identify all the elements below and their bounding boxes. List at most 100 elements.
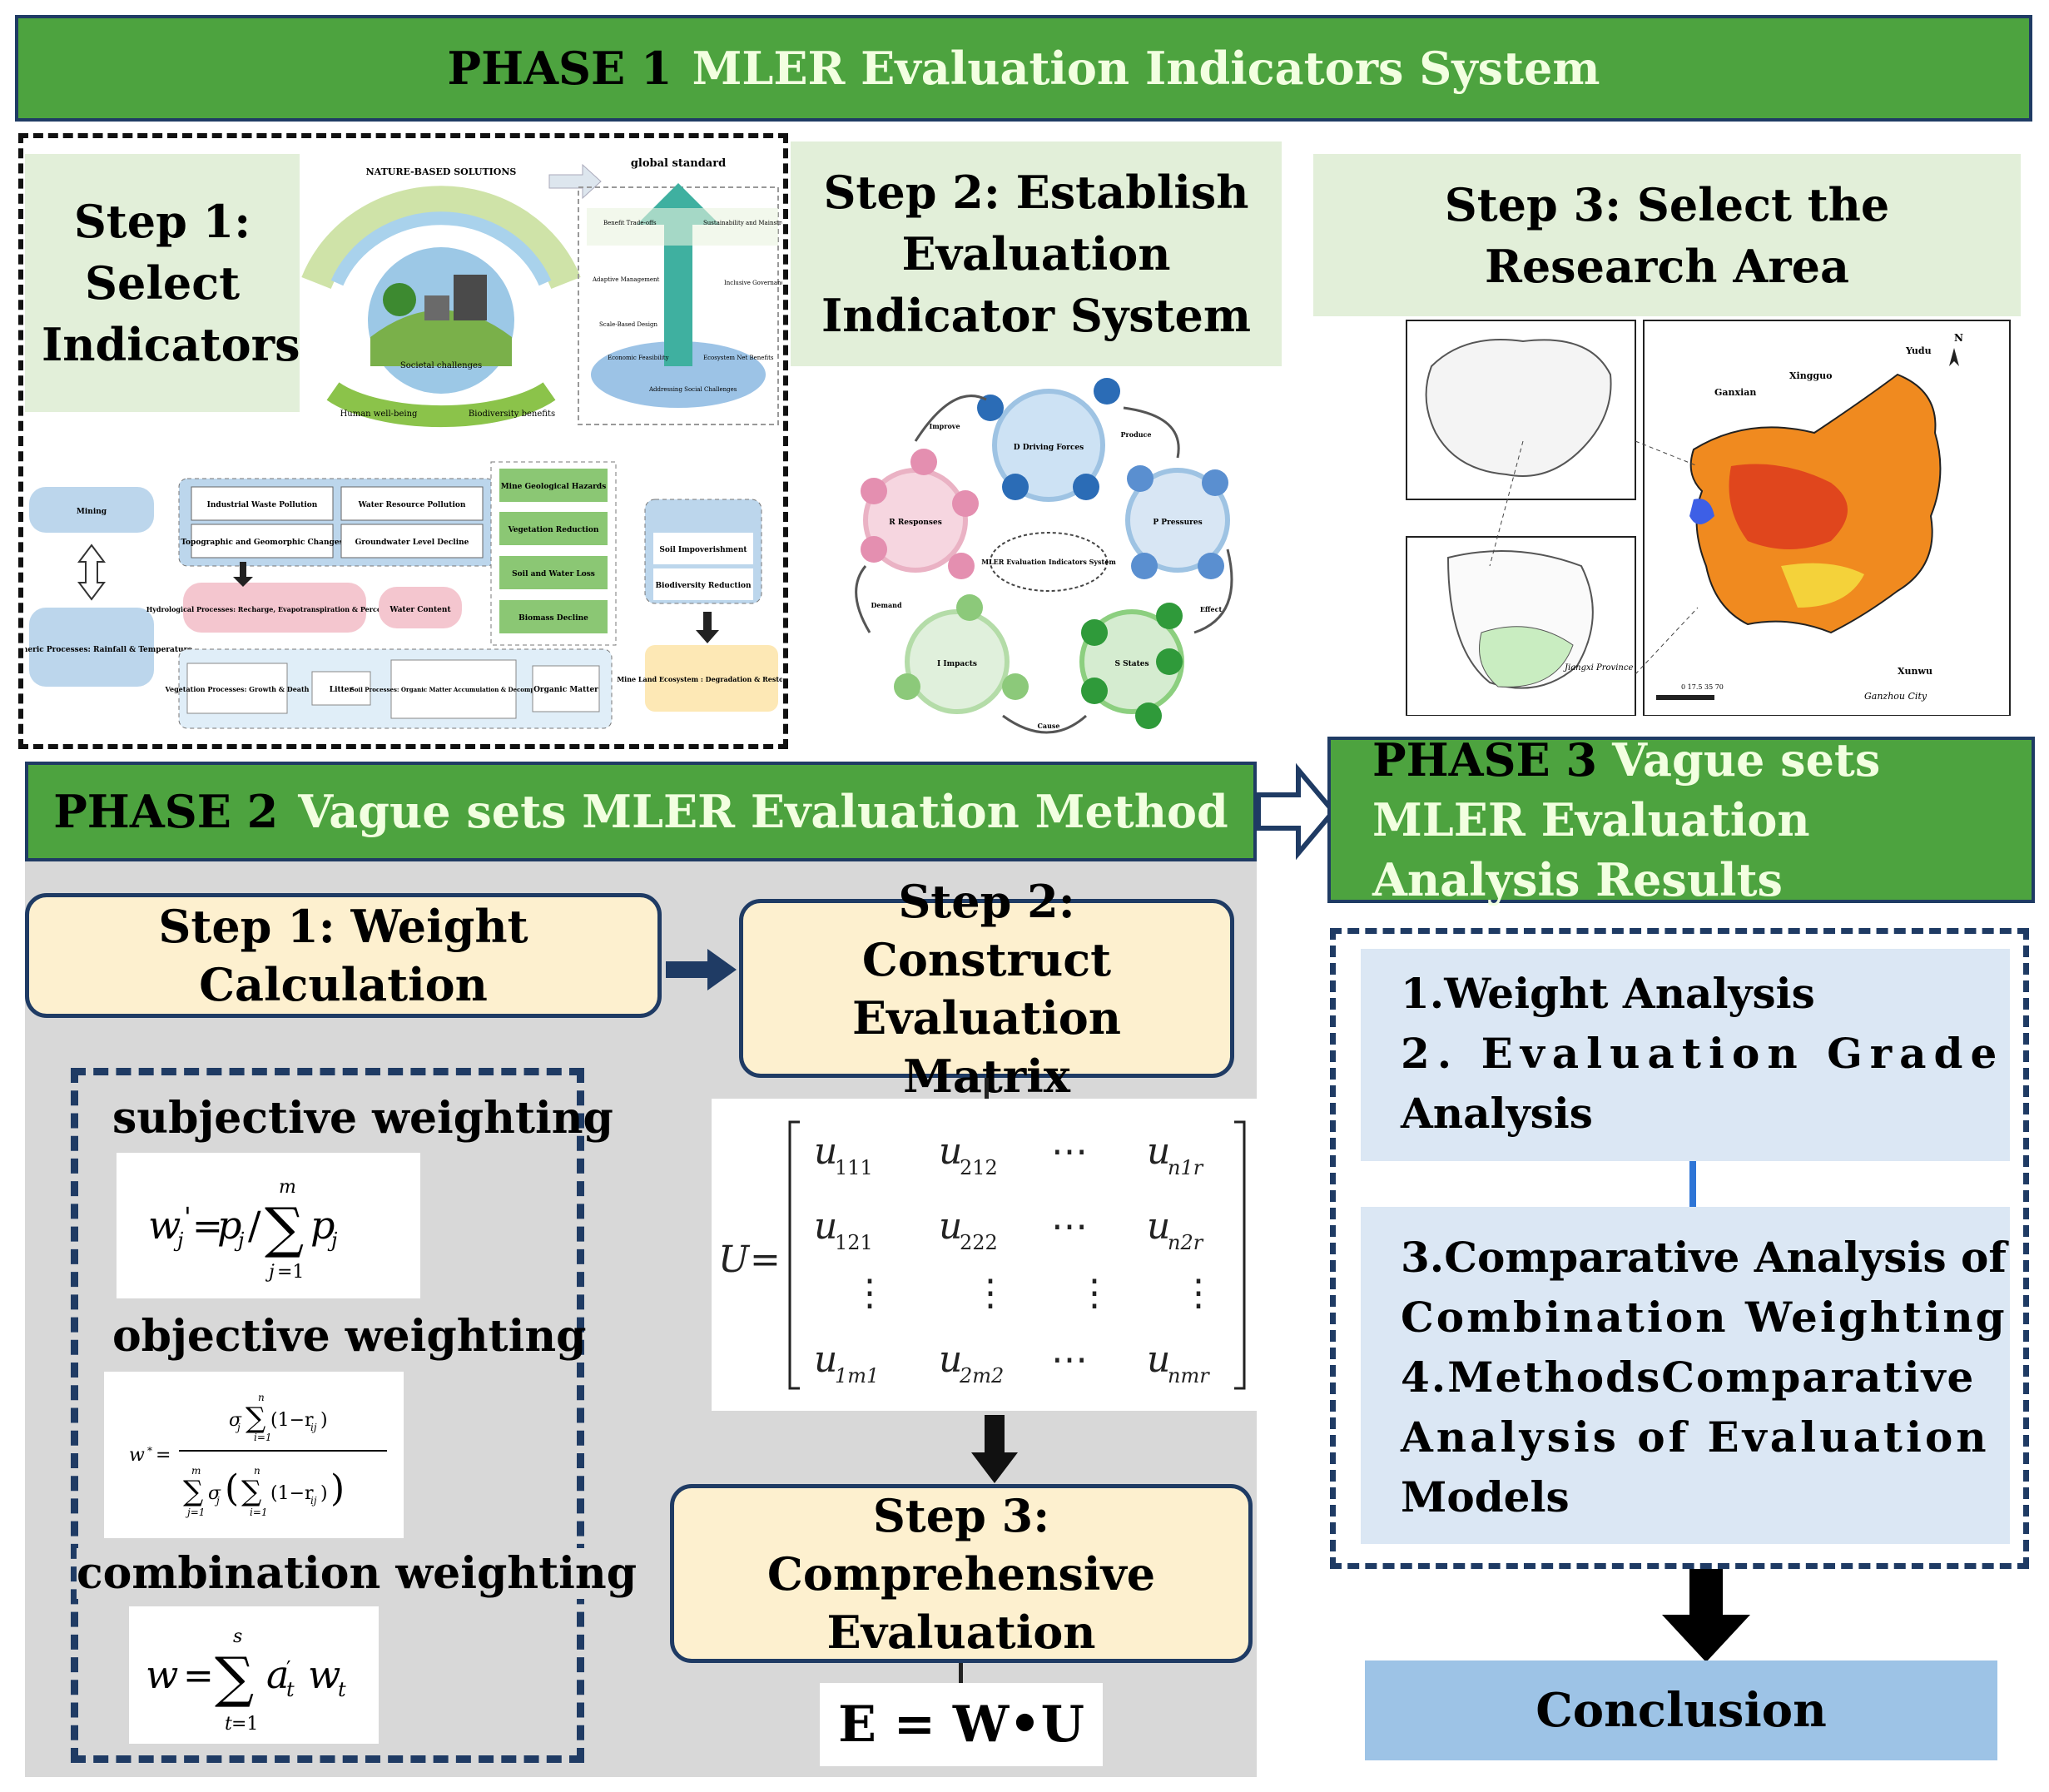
svg-text:): ) — [320, 1410, 328, 1431]
svg-text:⋮: ⋮ — [972, 1272, 1009, 1314]
svg-text:n: n — [258, 1392, 265, 1403]
nbs-biodiversity: Biodiversity benefits — [469, 410, 555, 419]
svg-text:nmr: nmr — [1168, 1364, 1210, 1387]
phase2-step1-box: Step 1: Weight Calculation — [25, 893, 662, 1018]
final-equation: E = W•U — [820, 1683, 1103, 1766]
svg-text:Effect: Effect — [1200, 605, 1223, 613]
svg-text:σ: σ — [229, 1410, 242, 1431]
svg-text:w: w — [146, 1652, 178, 1697]
svg-text:Atmospheric Processes: Rainfal: Atmospheric Processes: Rainfall & Temper… — [25, 646, 192, 654]
objective-weighting-label: objective weighting — [112, 1311, 587, 1362]
svg-text:Soil Processes: Organic Matter: Soil Processes: Organic Matter Accumulat… — [350, 686, 557, 693]
svg-text:*: * — [147, 1445, 152, 1457]
svg-text:=: = — [156, 1445, 171, 1466]
step1-to-step2-arrow — [666, 949, 737, 990]
svg-text:Inclusive Governance: Inclusive Governance — [724, 280, 782, 286]
svg-text:∑: ∑ — [241, 1475, 261, 1508]
phase1-banner: PHASE 1 MLER Evaluation Indicators Syste… — [15, 15, 2032, 122]
results-box-1: 1.Weight Analysis 2. Evaluation Grade An… — [1361, 949, 2010, 1161]
svg-text:Vegetation Processes: Growth &: Vegetation Processes: Growth & Death — [165, 685, 310, 693]
svg-text:u: u — [939, 1338, 962, 1381]
svg-text:Hydrological Processes: Rechar: Hydrological Processes: Recharge, Evapot… — [146, 605, 404, 613]
svg-text:Adaptive Management: Adaptive Management — [592, 276, 659, 283]
phase2-step2-box: Step 2: Construct Evaluation Matrix — [739, 875, 1234, 1103]
svg-text:121: 121 — [835, 1231, 873, 1254]
svg-text:=: = — [192, 1205, 223, 1248]
svg-text:Mine Geological Hazards: Mine Geological Hazards — [501, 483, 607, 491]
result-methods-comparative: 4.MethodsComparative — [1401, 1353, 1976, 1402]
svg-text:=: = — [750, 1239, 781, 1281]
svg-text:Groundwater Level Decline: Groundwater Level Decline — [355, 539, 469, 547]
phase1-step2-label: Step 2: Establish Evaluation Indicator S… — [791, 141, 1282, 366]
svg-text:Vegetation Reduction: Vegetation Reduction — [508, 526, 599, 534]
svg-text:Ganzhou City: Ganzhou City — [1864, 691, 1927, 702]
subjective-weighting-label: subjective weighting — [112, 1093, 613, 1144]
svg-text:m: m — [191, 1465, 201, 1477]
matrix-connector — [985, 1078, 989, 1099]
svg-text:Ecosystem Net Benefits: Ecosystem Net Benefits — [703, 355, 774, 361]
svg-text:t: t — [338, 1678, 346, 1701]
combination-weighting-label: combination weighting — [77, 1548, 638, 1599]
phase1-title: MLER Evaluation Indicators System — [692, 42, 1600, 95]
svg-text:Benefit Trade-offs: Benefit Trade-offs — [603, 220, 657, 226]
svg-text:1m1: 1m1 — [835, 1364, 879, 1387]
svg-text:∑: ∑ — [265, 1196, 304, 1260]
svg-text:⋯: ⋯ — [1051, 1205, 1088, 1248]
svg-text:Biomass Decline: Biomass Decline — [518, 614, 588, 623]
svg-text:u: u — [939, 1205, 962, 1248]
svg-text:(1−r: (1−r — [270, 1483, 314, 1504]
svg-text:0 17.5 35 70: 0 17.5 35 70 — [1681, 683, 1724, 691]
nbs-arc-title: NATURE-BASED SOLUTIONS — [366, 166, 517, 177]
svg-text:⋮: ⋮ — [851, 1272, 888, 1314]
svg-text:): ) — [320, 1483, 328, 1504]
svg-text:u: u — [814, 1130, 837, 1173]
svg-text:∑: ∑ — [183, 1475, 203, 1508]
svg-text:Water Content: Water Content — [389, 606, 451, 614]
svg-text:212: 212 — [960, 1156, 998, 1179]
svg-text:N: N — [1954, 332, 1963, 344]
svg-text:t: t — [225, 1714, 232, 1735]
svg-text:Improve: Improve — [929, 422, 960, 430]
svg-text:/: / — [248, 1203, 261, 1248]
svg-text:S States: S States — [1114, 660, 1149, 668]
svg-text:P Pressures: P Pressures — [1153, 519, 1202, 527]
svg-text:σ: σ — [208, 1483, 221, 1504]
svg-text:⋯: ⋯ — [1051, 1338, 1088, 1381]
process-diagram: Mining Atmospheric Processes: Rainfall &… — [25, 461, 782, 729]
svg-text:Mining: Mining — [77, 508, 107, 516]
svg-text:t: t — [286, 1678, 295, 1701]
weighting-frame — [71, 1068, 584, 1763]
svg-text:Soil and Water Loss: Soil and Water Loss — [512, 570, 595, 578]
svg-text:⋮: ⋮ — [1180, 1272, 1217, 1314]
svg-text:u: u — [814, 1338, 837, 1381]
dpsir-diagram: MLER Evaluation Indicators System D Driv… — [855, 378, 1233, 734]
svg-text:w: w — [129, 1445, 145, 1466]
svg-text:Biodiversity Reduction: Biodiversity Reduction — [655, 582, 752, 590]
svg-text:Water Resource Pollution: Water Resource Pollution — [358, 501, 466, 509]
svg-text:n: n — [254, 1465, 260, 1477]
conclusion-box: Conclusion — [1365, 1660, 1997, 1760]
svg-text:222: 222 — [960, 1231, 998, 1254]
svg-text:w: w — [308, 1652, 340, 1697]
map-jiangxi: Jiangxi Province — [1563, 663, 1633, 673]
svg-text:Litter: Litter — [330, 686, 354, 694]
matrix-to-step3-arrow — [971, 1415, 1018, 1483]
svg-text:i=1: i=1 — [250, 1507, 268, 1518]
nbs-human-wellbeing: Human well-being — [340, 410, 418, 419]
svg-text:u: u — [814, 1205, 837, 1248]
svg-text:i=1: i=1 — [254, 1432, 272, 1443]
svg-text:=1: =1 — [277, 1262, 304, 1283]
phase1-number: PHASE 1 — [447, 42, 672, 95]
result-grade-analysis: 2. Evaluation Grade — [1401, 1029, 2005, 1078]
svg-text:Economic Feasibility: Economic Feasibility — [608, 355, 669, 361]
nbs-societal-challenges: Societal challenges — [400, 361, 482, 370]
svg-text:(1−r: (1−r — [270, 1410, 314, 1431]
svg-text:j: j — [265, 1262, 275, 1283]
svg-text:w: w — [148, 1203, 181, 1248]
svg-text:D Driving Forces: D Driving Forces — [1014, 444, 1084, 452]
svg-text:R Responses: R Responses — [889, 519, 942, 527]
svg-text:u: u — [1147, 1205, 1170, 1248]
